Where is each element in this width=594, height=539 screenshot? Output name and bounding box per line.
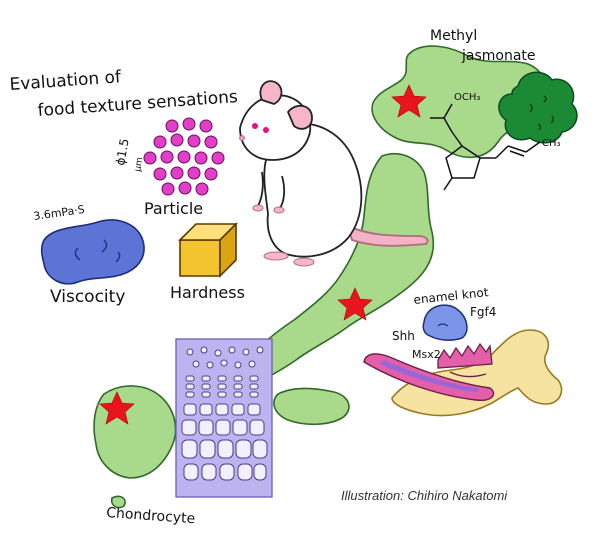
title-line-1: Evaluation of (9, 67, 123, 95)
hokkaido-island (371, 45, 548, 159)
enamel-knot-label: enamel knot (413, 285, 490, 307)
star-markers (99, 84, 427, 425)
chondrocyte-label: Chondrocyte (106, 505, 196, 527)
illustration-credit: Illustration: Chihiro Nakatomi (341, 488, 508, 503)
particle-dots (143, 117, 225, 196)
mouse-nose (239, 135, 245, 141)
methyl-jasmonate-line-2: jasmonate (461, 48, 536, 64)
star-icon (391, 84, 427, 118)
shh-label: Shh (392, 329, 415, 343)
mouse-ear (259, 80, 283, 105)
viscosity-label: Viscocity (50, 287, 125, 307)
hardness-cube (178, 222, 238, 278)
small-island (110, 495, 126, 509)
viscosity-value: 3.6mPa·S (33, 203, 86, 223)
mouse-eye (263, 127, 269, 133)
particle-unit: μm (133, 157, 145, 173)
hardness-label: Hardness (170, 283, 245, 302)
viscosity-blob (40, 219, 145, 285)
honshu-island (238, 152, 435, 387)
formula-och3: OCH₃ (454, 92, 480, 103)
food-texture-section (40, 117, 238, 285)
japan-map (93, 45, 548, 509)
star-icon (337, 287, 373, 321)
incisor-core (380, 360, 479, 392)
mouse-eye (252, 123, 258, 129)
tooth-development (363, 304, 563, 417)
chondrocyte-cells (181, 346, 268, 481)
particle-size: ϕ1.5 (113, 138, 131, 167)
jasmonate-structure (430, 103, 541, 191)
msx2-label: Msx2 (412, 348, 441, 361)
star-icon (99, 391, 135, 425)
mouse-ear (286, 104, 313, 130)
kyushu-island (93, 385, 177, 479)
molars (437, 342, 493, 378)
methyl-jasmonate-line-1: Methyl (430, 28, 477, 44)
formula-ch3: CH₃ (542, 138, 561, 149)
mouse (239, 80, 429, 267)
shikoku-island (273, 387, 350, 426)
tree-canopy (498, 71, 578, 144)
jasmonate-tree (498, 71, 578, 144)
particle-label: Particle (144, 199, 203, 218)
enamel-knot-shape (422, 304, 468, 341)
fgf4-label: Fgf4 (470, 305, 496, 319)
mouse-tail (346, 224, 429, 247)
title-line-2: food texture sensations (37, 87, 239, 121)
chondrocyte-panel (175, 338, 273, 498)
